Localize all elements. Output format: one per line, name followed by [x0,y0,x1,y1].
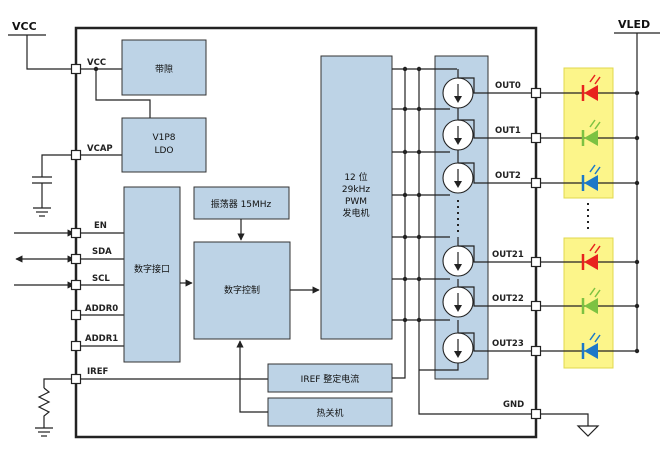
iref-setting-block: IREF 整定电流 [267,363,393,393]
digital-interface-block: 数字接口 [123,186,181,363]
channel-out1 [392,116,536,155]
internal-ground-rail [418,69,536,415]
oscillator-block: 振荡器 15MHz [193,186,290,220]
digital-interface-label: 数字接口 [134,263,170,275]
label-pin-out1: OUT1 [495,126,521,136]
vled-junction-out21 [634,259,640,265]
thermal-shutdown-block: 热关机 [267,397,393,427]
internal-left-wiring [80,68,268,380]
pin-vcap [70,149,82,161]
pin-en [70,227,82,239]
led-red-out21-icon [581,243,601,270]
pin-vcc [70,63,82,75]
pin-iref [70,373,82,385]
ldo-block: V1P8 LDO [121,117,207,173]
label-pin-scl: SCL [92,274,110,284]
iref-ground-icon [35,427,53,437]
pwm-label-line2: 29kHz [342,185,370,195]
pin-addr1 [70,340,82,352]
ldo-label-line1: V1P8 [152,133,175,143]
label-pin-addr0: ADDR0 [85,304,118,314]
ldo-label-line2: LDO [154,146,173,156]
vled-junction-out1 [634,135,640,141]
vcc-junction-dot [93,66,99,72]
iref-resistor [37,378,76,428]
digital-control-block: 数字控制 [193,241,291,340]
led-red-out0-icon [581,74,601,101]
pin-sda [70,253,82,265]
current-sink-array [434,55,489,380]
vled-junction-out2 [634,180,640,186]
pin-out22 [530,300,542,312]
pin-out0 [530,87,542,99]
vcc-supply-wire [26,35,76,70]
label-pin-gnd: GND [503,400,524,410]
vcc-supply-label: VCC [12,20,37,33]
vcap-ground-icon [33,207,51,217]
channel-out21 [392,234,536,282]
label-pin-out23: OUT23 [492,339,524,349]
vled-junction-out23 [634,348,640,354]
vled-supply-label: VLED [618,18,650,31]
digital-control-label: 数字控制 [224,284,260,296]
label-pin-vcap: VCAP [87,144,113,154]
label-pin-out21: OUT21 [492,250,524,260]
vled-junction-out22 [634,303,640,309]
led-blue-out23-icon [581,332,601,359]
label-pin-addr1: ADDR1 [85,334,118,344]
pwm-label-line3: PWM [345,197,367,207]
channel-out0 [392,68,536,116]
vcap-capacitor [32,154,76,208]
pwm-label-line4: 发电机 [342,207,369,219]
pin-out1 [530,132,542,144]
channel-out23 [419,320,536,371]
label-pin-sda: SDA [92,247,112,257]
led-green-out22-icon [581,287,601,314]
bandgap-label: 带隙 [155,63,173,75]
label-pin-out2: OUT2 [495,171,521,181]
label-pin-out0: OUT0 [495,81,521,91]
pin-out21 [530,256,542,268]
iref-block-label: IREF 整定电流 [301,373,360,385]
gnd-external-wire [540,413,589,426]
label-pin-en: EN [94,221,107,231]
label-pin-iref: IREF [87,367,109,377]
led-green-out1-icon [581,119,601,146]
bandgap-block: 带隙 [121,39,207,96]
pin-gnd [530,408,542,420]
thermal-shutdown-label: 热关机 [316,407,343,419]
thermal-to-control-arrow [236,340,268,413]
iref-bias-line [392,69,406,379]
pwm-generator-block: 12 位 29kHz PWM 发电机 [320,55,393,340]
pin-addr0 [70,309,82,321]
pin-out2 [530,177,542,189]
vled-junction-out0 [634,90,640,96]
led-group-top [563,67,614,199]
gnd-external-ground-icon [576,425,600,437]
channel-out22 [392,279,536,323]
led-blue-out2-icon [581,164,601,191]
label-pin-out22: OUT22 [492,294,524,304]
label-pin-vcc: VCC [87,58,106,68]
pin-scl [70,279,82,291]
pwm-label-line1: 12 位 [344,171,367,183]
channel-out2 [392,150,536,198]
oscillator-label: 振荡器 15MHz [211,198,272,210]
pin-out23 [530,345,542,357]
